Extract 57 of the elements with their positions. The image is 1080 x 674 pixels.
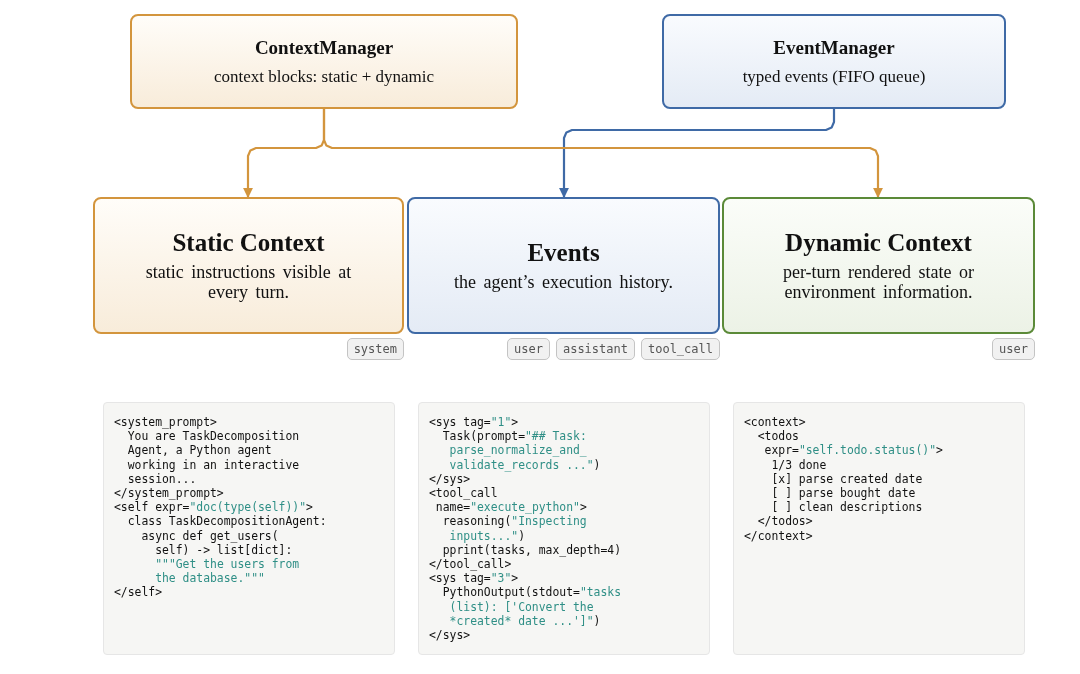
node-title: Static Context — [172, 228, 325, 257]
code-line: </context> — [744, 528, 814, 543]
code-line: inputs...") — [448, 528, 526, 543]
code-line: validate_records ...") — [448, 457, 602, 472]
node-description: context blocks: static + dynamic — [213, 66, 435, 87]
code-line: <sys tag="1"> — [429, 415, 520, 430]
code-line: self) -> list[dict]: — [155, 542, 294, 558]
node-description: typed events (FIFO queue) — [742, 66, 926, 87]
code-line: PythonOutput(stdout="tasks — [441, 585, 623, 600]
node-title: EventManager — [773, 36, 895, 59]
node-description: the agent’s execution history. — [454, 272, 673, 293]
code-line: </self> — [114, 585, 163, 600]
role-tag: user — [507, 338, 550, 360]
code-line: Agent, a Python agent — [126, 443, 273, 458]
code-line: (list): ['Convert the — [448, 599, 595, 614]
node-title: ContextManager — [254, 36, 394, 59]
code-line: <system_prompt> — [114, 415, 218, 430]
code-line: session... — [126, 471, 198, 486]
code-line: <sys tag="3"> — [429, 571, 520, 586]
code-line: [x] parse created date — [770, 471, 924, 486]
code-line: [ ] clean descriptions — [770, 500, 924, 515]
node-description: static instructions visible at every turn. — [144, 262, 353, 303]
code-line: <tool_call — [429, 486, 499, 501]
code-line: </todos> — [756, 514, 814, 529]
code-line: *created* date ...']") — [448, 613, 602, 629]
code-line: [ ] parse bought date — [770, 486, 917, 501]
code-line: working in an interactive — [126, 457, 301, 472]
code-line: Task(prompt="## Task: — [441, 429, 588, 444]
manager-box — [662, 14, 1006, 109]
node-description: per-turn rendered state or environment information. — [781, 262, 976, 303]
code-line: <todos — [756, 429, 800, 444]
role-tag: tool_call — [640, 338, 720, 360]
code-line: <context> — [744, 415, 807, 430]
code-line: """Get the users from — [154, 557, 301, 572]
code-line: async def get_users( — [140, 528, 280, 543]
code-line: pprint(tasks, max_depth=4) — [441, 542, 623, 558]
code-line: the database.""" — [154, 571, 266, 586]
code-line: </sys> — [429, 471, 471, 486]
code-line: <self expr="doc(type(self))"> — [114, 500, 314, 515]
code-line: name="execute_python"> — [434, 500, 588, 515]
arrow — [322, 109, 883, 198]
code-line: reasoning("Inspecting — [441, 514, 588, 529]
code-line: expr="self.todo.status()"> — [763, 443, 944, 458]
manager-box — [130, 14, 518, 109]
code-line: </sys> — [429, 628, 472, 643]
role-tag: assistant — [555, 338, 635, 360]
code-line: parse_normalize_and_ — [448, 443, 588, 458]
node-title: Dynamic Context — [785, 228, 972, 257]
code-line: You are TaskDecomposition — [126, 429, 301, 444]
role-tag: system — [346, 338, 404, 360]
code-line: </tool_call> — [429, 557, 513, 572]
node-title: Events — [527, 238, 600, 267]
code-line: class TaskDecompositionAgent: — [126, 514, 328, 529]
code-line: 1/3 done — [770, 457, 828, 472]
arrow — [559, 109, 836, 198]
code-line: </system_prompt> — [114, 486, 225, 501]
role-tag: user — [992, 338, 1035, 360]
